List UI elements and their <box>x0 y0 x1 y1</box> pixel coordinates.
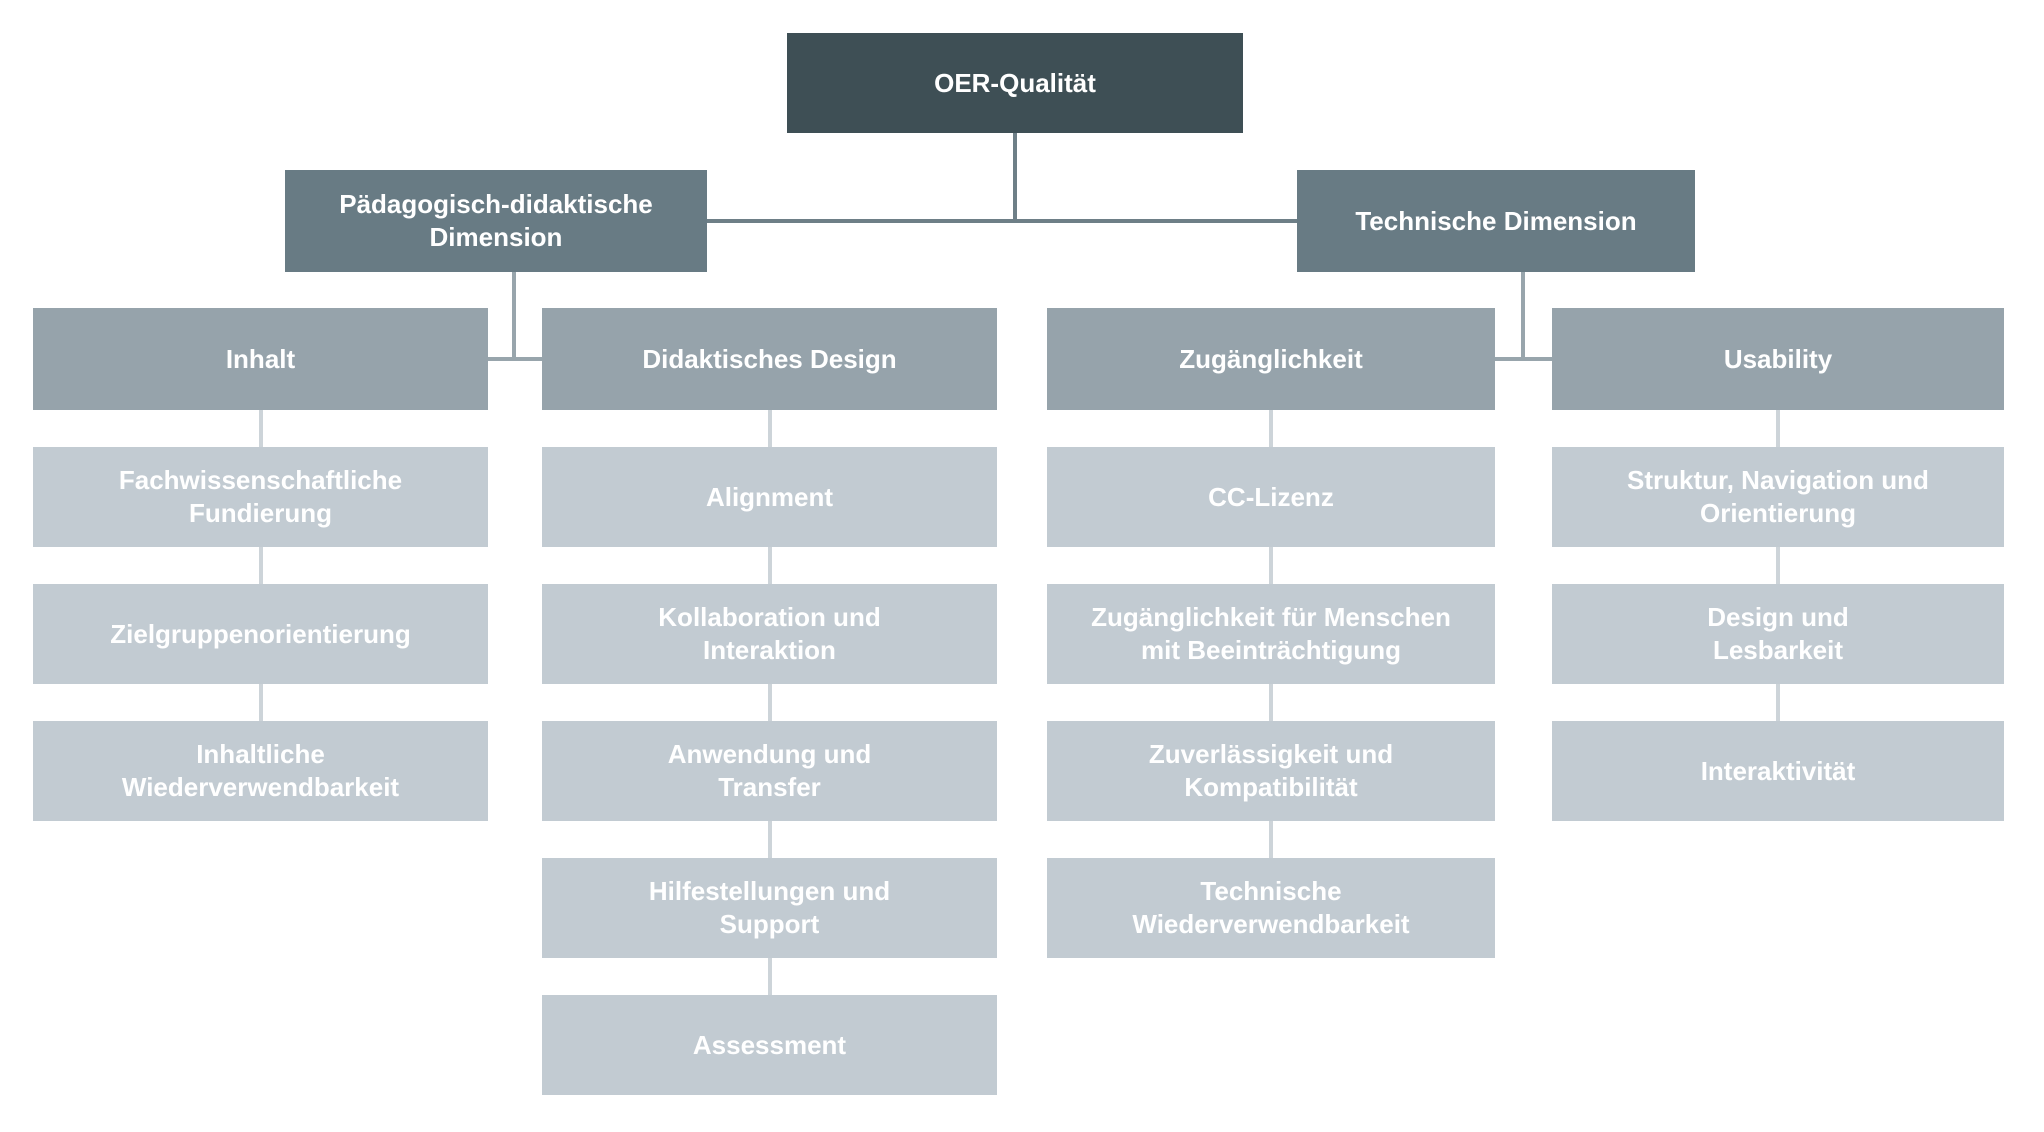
category-header-usability: Usability <box>1552 308 2004 410</box>
criterion-inhaltliche-wiederverwendbarkeit: Inhaltliche Wiederverwendbarkeit <box>33 684 488 821</box>
criterion-hilfestellungen-und-support: Hilfestellungen und Support <box>542 821 997 958</box>
node-technische-dimension: Technische Dimension <box>1297 170 1695 272</box>
connector-technisch-vertical <box>1521 272 1525 361</box>
criterion-zielgruppenorientierung: Zielgruppenorientierung <box>33 547 488 684</box>
criterion-interaktivitaet: Interaktivität <box>1552 684 2004 821</box>
criterion-zuverlaessigkeit-und-kompatibilitaet: Zuverlässigkeit und Kompatibilität <box>1047 684 1495 821</box>
criterion-kollaboration-und-interaktion: Kollaboration und Interaktion <box>542 547 997 684</box>
criterion-alignment: Alignment <box>542 410 997 547</box>
criterion-technische-wiederverwendbarkeit: Technische Wiederverwendbarkeit <box>1047 821 1495 958</box>
column-inhalt: Inhalt Fachwissenschaftliche Fundierung … <box>33 308 488 821</box>
category-header-zugaenglichkeit: Zugänglichkeit <box>1047 308 1495 410</box>
criterion-cc-lizenz: CC-Lizenz <box>1047 410 1495 547</box>
criterion-zugaenglichkeit-fuer-menschen-mit-beeintraechtigung: Zugänglichkeit für Menschen mit Beeinträ… <box>1047 547 1495 684</box>
connector-paedagogisch-vertical <box>512 272 516 361</box>
column-didaktisches-design: Didaktisches Design Alignment Kollaborat… <box>542 308 997 1095</box>
column-usability: Usability Struktur, Navigation und Orien… <box>1552 308 2004 821</box>
criterion-assessment: Assessment <box>542 958 997 1095</box>
criterion-fachwissenschaftliche-fundierung: Fachwissenschaftliche Fundierung <box>33 410 488 547</box>
connector-root-vertical <box>1013 133 1017 219</box>
connector-technisch-horizontal <box>1495 357 1552 361</box>
connector-paedagogisch-horizontal <box>488 357 542 361</box>
column-zugaenglichkeit: Zugänglichkeit CC-Lizenz Zugänglichkeit … <box>1047 308 1495 958</box>
criterion-struktur-navigation-und-orientierung: Struktur, Navigation und Orientierung <box>1552 410 2004 547</box>
connector-root-horizontal <box>707 219 1297 223</box>
criterion-anwendung-und-transfer: Anwendung und Transfer <box>542 684 997 821</box>
criterion-design-und-lesbarkeit: Design und Lesbarkeit <box>1552 547 2004 684</box>
node-oer-qualitaet: OER-Qualität <box>787 33 1243 133</box>
category-header-inhalt: Inhalt <box>33 308 488 410</box>
category-header-didaktisches-design: Didaktisches Design <box>542 308 997 410</box>
node-paedagogisch-didaktische-dimension: Pädagogisch-didaktische Dimension <box>285 170 707 272</box>
